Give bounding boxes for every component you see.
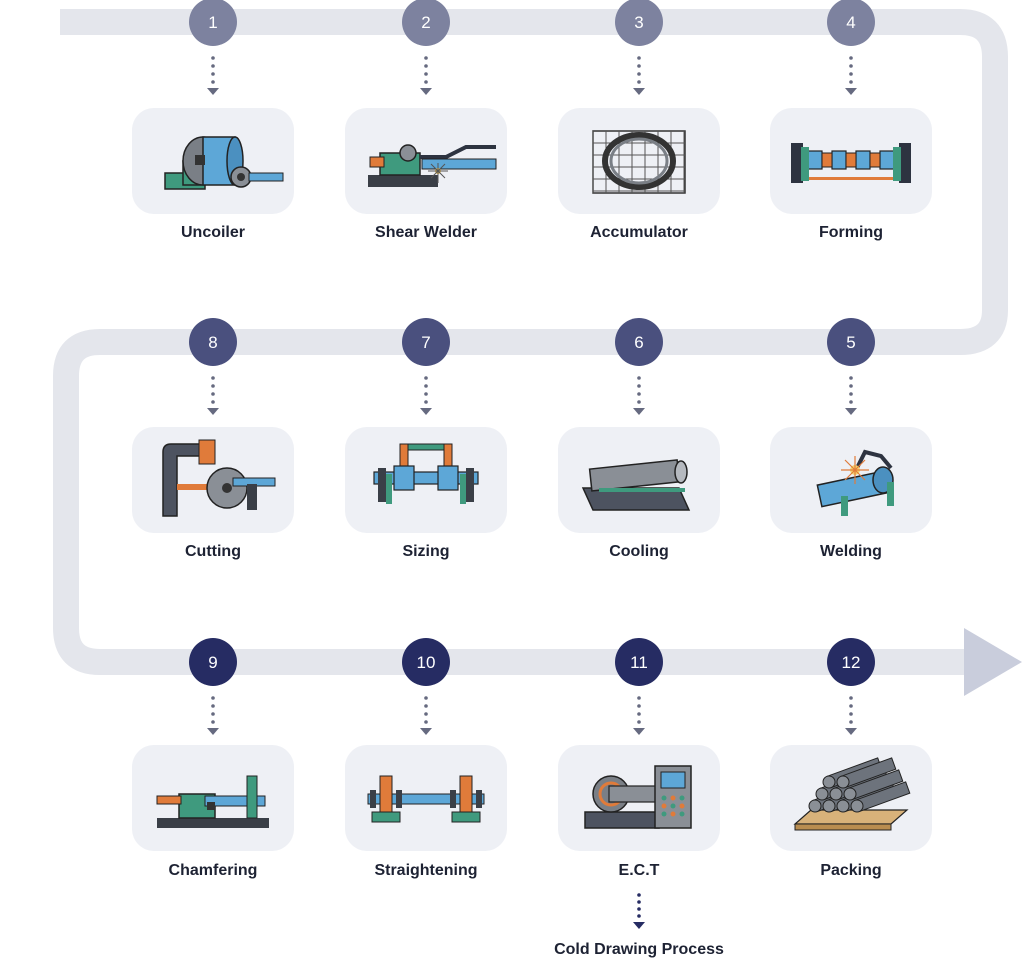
step-connector — [207, 376, 219, 415]
step-number: 12 — [842, 653, 861, 672]
step-label: E.C.T — [618, 862, 660, 879]
uncoiler-icon — [164, 136, 284, 190]
step-number-circle — [402, 0, 450, 46]
step-label: Forming — [819, 224, 883, 241]
cold-drawing-label: Cold Drawing Process — [554, 941, 724, 958]
step-number: 3 — [634, 13, 643, 32]
step-label: Chamfering — [168, 862, 258, 879]
step-connector — [633, 376, 645, 415]
step-icon-box — [558, 108, 720, 214]
step-number: 2 — [421, 13, 430, 32]
step-number-circle — [827, 638, 875, 686]
step-connector — [420, 696, 432, 735]
step-10: 10 — [345, 638, 507, 851]
step-connector — [845, 696, 857, 735]
step-label: Straightening — [374, 862, 478, 879]
step-connector — [207, 56, 219, 95]
step-number: 6 — [634, 333, 643, 352]
step-label: Cooling — [609, 543, 669, 560]
welding-icon — [816, 449, 894, 516]
accumulator-icon — [592, 130, 686, 194]
step-number: 5 — [846, 333, 855, 352]
step-number: 7 — [421, 333, 430, 352]
step-12: 12 — [770, 638, 932, 851]
step-9: 9 — [132, 638, 294, 851]
ect-icon — [584, 765, 692, 829]
step-number: 1 — [208, 13, 217, 32]
step-connector — [633, 696, 645, 735]
step-connector — [420, 56, 432, 95]
step-8: 8 — [132, 318, 294, 533]
step-number: 10 — [417, 653, 436, 672]
step-number-circle — [189, 638, 237, 686]
shear-welder-icon — [368, 144, 497, 187]
cold-drawing-connector — [633, 893, 645, 929]
cooling-icon — [581, 459, 691, 511]
step-label: Uncoiler — [180, 224, 245, 241]
step-number-circle — [827, 318, 875, 366]
step-number-circle — [189, 318, 237, 366]
cutting-icon — [162, 439, 276, 517]
step-number-circle — [615, 0, 663, 46]
step-connector — [633, 56, 645, 95]
step-number: 4 — [846, 13, 855, 32]
step-number: 9 — [208, 653, 217, 672]
step-connector — [845, 56, 857, 95]
sizing-icon — [373, 443, 479, 504]
step-number-circle — [615, 318, 663, 366]
straightening-icon — [367, 775, 485, 823]
step-number-circle — [402, 638, 450, 686]
step-7: 7 — [345, 318, 507, 533]
step-number: 11 — [630, 653, 648, 672]
step-11: 11 — [558, 638, 720, 851]
forming-icon — [791, 143, 911, 183]
step-connector — [207, 696, 219, 735]
flow-arrowhead — [964, 628, 1022, 696]
step-number-circle — [827, 0, 875, 46]
step-label: Welding — [820, 543, 882, 560]
step-number-circle — [189, 0, 237, 46]
step-label: Cutting — [185, 543, 241, 560]
step-label: Accumulator — [590, 224, 688, 241]
step-4: 4 — [770, 0, 932, 214]
step-1: 1 — [132, 0, 294, 214]
packing-icon — [793, 757, 911, 831]
step-connector — [845, 376, 857, 415]
step-3: 3 — [558, 0, 720, 214]
chamfering-icon — [156, 775, 269, 828]
step-number-circle — [615, 638, 663, 686]
step-number-circle — [402, 318, 450, 366]
step-connector — [420, 376, 432, 415]
step-2: 2 — [345, 0, 507, 214]
step-6: 6 — [558, 318, 720, 533]
step-5: 5 — [770, 318, 932, 533]
step-label: Sizing — [402, 543, 450, 560]
step-label: Shear Welder — [375, 224, 477, 241]
step-number: 8 — [208, 333, 217, 352]
step-label: Packing — [820, 862, 882, 879]
